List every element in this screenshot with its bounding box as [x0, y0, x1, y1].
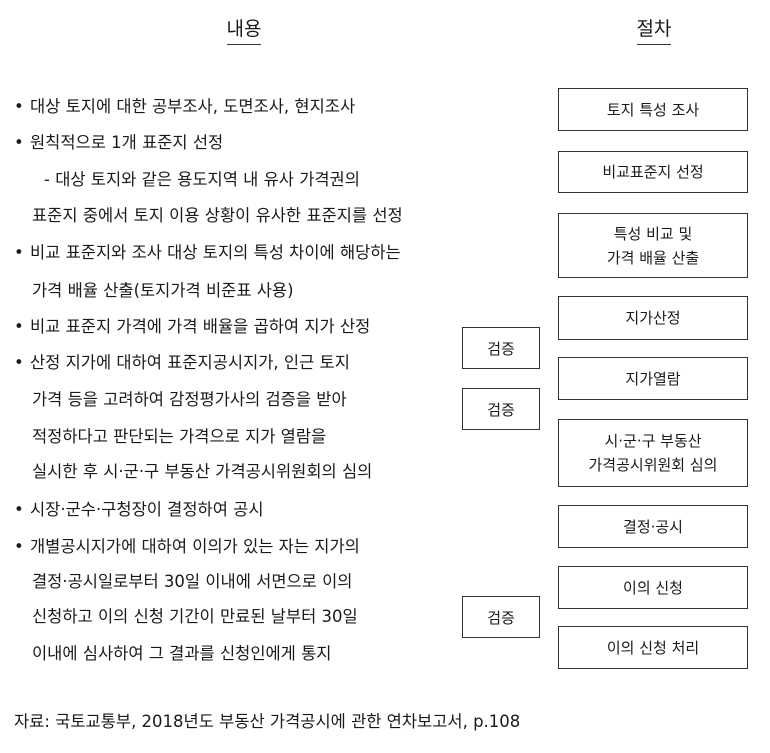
procedure-step-box: 결정·공시 [558, 505, 748, 548]
content-line-text: 원칙적으로 1개 표준지 선정 [30, 133, 224, 152]
procedure-step-label: 지가열람 [625, 369, 681, 388]
procedure-header: 절차 [614, 14, 694, 45]
bullet-icon: • [14, 353, 24, 372]
content-line: • 비교 표준지와 조사 대상 토지의 특성 차이에 해당하는 [14, 243, 401, 263]
content-line-text: 비교 표준지 가격에 가격 배율을 곱하여 지가 산정 [30, 317, 371, 336]
procedure-step-box: 지가열람 [558, 357, 748, 400]
verification-box: 검증 [462, 596, 540, 638]
content-line-text: - 대상 토지와 같은 용도지역 내 유사 가격권의 [44, 170, 360, 189]
procedure-step-box: 이의 신청 처리 [558, 626, 748, 669]
procedure-step-label: 비교표준지 선정 [602, 163, 704, 181]
content-line: • 개별공시지가에 대하여 이의가 있는 자는 지가의 [14, 537, 360, 557]
procedure-step-label: 결정·공시 [623, 517, 683, 536]
verification-box: 검증 [462, 388, 540, 430]
content-header: 내용 [204, 14, 284, 45]
content-line: 적정하다고 판단되는 가격으로 지가 열람을 [32, 427, 326, 447]
verification-label: 검증 [487, 400, 515, 419]
verification-box: 검증 [462, 327, 540, 369]
content-line-text: 비교 표준지와 조사 대상 토지의 특성 차이에 해당하는 [30, 243, 401, 262]
procedure-step-box: 토지 특성 조사 [558, 88, 748, 131]
bullet-icon: • [14, 500, 24, 519]
procedure-step-label-2: 가격공시위원회 심의 [588, 456, 718, 474]
content-line-text: 산정 지가에 대하여 표준지공시지가, 인근 토지 [30, 353, 350, 372]
content-line-text: 가격 등을 고려하여 감정평가사의 검증을 받아 [32, 390, 347, 409]
content-line: 실시한 후 시·군·구 부동산 가격공시위원회의 심의 [32, 462, 372, 482]
procedure-step-label: 지가산정 [625, 309, 681, 327]
content-line-text: 개별공시지가에 대하여 이의가 있는 자는 지가의 [30, 537, 360, 556]
content-line: 이내에 심사하여 그 결과를 신청인에게 통지 [32, 644, 331, 664]
content-line: - 대상 토지와 같은 용도지역 내 유사 가격권의 [44, 170, 360, 190]
content-line-text: 가격 배율 산출(토지가격 비준표 사용) [32, 281, 294, 300]
content-line: • 산정 지가에 대하여 표준지공시지가, 인근 토지 [14, 353, 350, 373]
content-line-text: 적정하다고 판단되는 가격으로 지가 열람을 [32, 427, 327, 446]
procedure-step-box: 비교표준지 선정 [558, 151, 748, 193]
procedure-step-box: 지가산정 [558, 296, 748, 340]
procedure-step-label: 시·군·구 부동산 [604, 432, 702, 450]
procedure-step-label: 특성 비교 및 [613, 224, 693, 243]
bullet-icon: • [14, 243, 24, 262]
content-line: • 원칙적으로 1개 표준지 선정 [14, 133, 223, 153]
procedure-step-label: 이의 신청 처리 [606, 638, 700, 657]
procedure-step-box: 이의 신청 [558, 566, 748, 609]
procedure-step-label: 이의 신청 [623, 578, 683, 597]
verification-label: 검증 [487, 608, 515, 627]
content-line: • 대상 토지에 대한 공부조사, 도면조사, 현지조사 [14, 97, 355, 117]
content-line-text: 결정·공시일로부터 30일 이내에 서면으로 이의 [32, 572, 353, 591]
content-line-text: 실시한 후 시·군·구 부동산 가격공시위원회의 심의 [32, 462, 373, 481]
content-line-text: 표준지 중에서 토지 이용 상황이 유사한 표준지를 선정 [32, 206, 403, 225]
source-note: 자료: 국토교통부, 2018년도 부동산 가격공시에 관한 연차보고서, p.… [14, 712, 521, 731]
content-line: • 시장·군수·구청장이 결정하여 공시 [14, 500, 264, 520]
bullet-icon: • [14, 97, 24, 116]
content-line-text: 이내에 심사하여 그 결과를 신청인에게 통지 [32, 644, 332, 663]
verification-label: 검증 [487, 339, 515, 358]
content-line-text: 신청하고 이의 신청 기간이 만료된 날부터 30일 [32, 607, 358, 626]
procedure-header-label: 절차 [636, 14, 672, 45]
content-line: • 비교 표준지 가격에 가격 배율을 곱하여 지가 산정 [14, 317, 370, 337]
content-line: 신청하고 이의 신청 기간이 만료된 날부터 30일 [32, 607, 358, 627]
content-header-label: 내용 [226, 14, 262, 45]
content-line: 가격 등을 고려하여 감정평가사의 검증을 받아 [32, 390, 347, 410]
content-line: 가격 배율 산출(토지가격 비준표 사용) [32, 281, 294, 301]
content-line-text: 시장·군수·구청장이 결정하여 공시 [30, 500, 264, 519]
bullet-icon: • [14, 537, 24, 556]
bullet-icon: • [14, 133, 24, 152]
bullet-icon: • [14, 317, 24, 336]
content-line: 결정·공시일로부터 30일 이내에 서면으로 이의 [32, 572, 352, 592]
content-line: 표준지 중에서 토지 이용 상황이 유사한 표준지를 선정 [32, 206, 403, 226]
procedure-step-label: 토지 특성 조사 [606, 100, 700, 119]
procedure-step-label-2: 가격 배율 산출 [606, 248, 700, 267]
content-line-text: 대상 토지에 대한 공부조사, 도면조사, 현지조사 [30, 97, 356, 116]
